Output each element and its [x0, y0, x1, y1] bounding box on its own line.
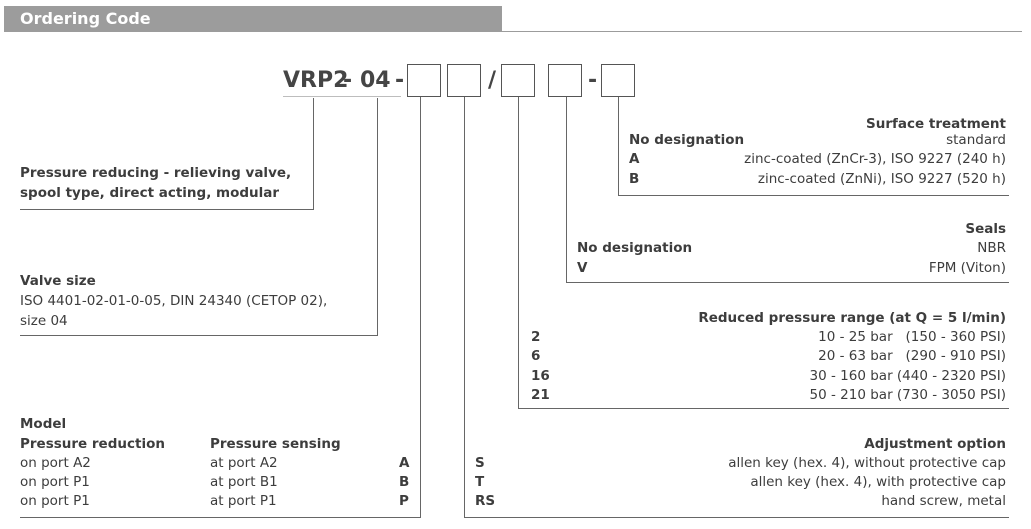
adjustment-code: S — [475, 455, 485, 471]
connector-adjustment — [464, 517, 1009, 518]
code-box-model — [407, 64, 441, 97]
pressure-code: 16 — [531, 368, 550, 384]
connector-surface — [618, 195, 1009, 196]
model-sensing: at port B1 — [210, 474, 278, 490]
seals-value: NBR — [977, 240, 1006, 256]
surface-code: No designation — [629, 132, 745, 148]
pressure-value: 10 - 25 bar (150 - 360 PSI) — [818, 329, 1006, 345]
model-code: A — [399, 455, 410, 471]
model-col-header: Pressure reduction — [20, 436, 165, 452]
adjustment-value: allen key (hex. 4), without protective c… — [728, 455, 1006, 471]
connector-seals — [566, 97, 567, 283]
code-prefix: VRP2 — [283, 68, 349, 93]
seals-value: FPM (Viton) — [928, 260, 1006, 276]
connector-description — [313, 98, 314, 210]
adjustment-code: T — [475, 474, 485, 490]
connector-pressure — [518, 408, 1009, 409]
surface-value: standard — [946, 132, 1006, 148]
surface-value: zinc-coated (ZnCr-3), ISO 9227 (240 h) — [744, 151, 1006, 167]
code-box-seals — [548, 64, 582, 97]
model-sensing: at port P1 — [210, 493, 277, 509]
valve-size-title: Valve size — [20, 273, 96, 289]
surface-code: B — [629, 171, 640, 187]
model-code: B — [399, 474, 410, 490]
model-reduction: on port P1 — [20, 474, 90, 490]
connector-seals — [566, 282, 1009, 283]
description-line: Pressure reducing - relieving valve, — [20, 165, 292, 181]
pressure-value: 20 - 63 bar (290 - 910 PSI) — [818, 348, 1006, 364]
seals-code: V — [577, 260, 588, 276]
pressure-value: 30 - 160 bar (440 - 2320 PSI) — [809, 368, 1006, 384]
code-underline — [283, 96, 401, 97]
connector-model — [20, 517, 421, 518]
pressure-code: 6 — [531, 348, 541, 364]
code-box-surface — [601, 64, 635, 97]
surface-title: Surface treatment — [866, 116, 1006, 132]
code-box-pressure — [501, 64, 535, 97]
header-bar — [4, 6, 502, 32]
connector-surface — [618, 97, 619, 196]
adjustment-value: allen key (hex. 4), with protective cap — [750, 474, 1006, 490]
model-code: P — [399, 493, 409, 509]
code-size: 04 — [360, 68, 391, 93]
code-box-adjustment — [447, 64, 481, 97]
adjustment-code: RS — [475, 493, 496, 509]
seals-title: Seals — [965, 221, 1006, 237]
pressure-code: 21 — [531, 387, 550, 403]
connector-valve-size — [20, 335, 378, 336]
pressure-value: 50 - 210 bar (730 - 3050 PSI) — [809, 387, 1006, 403]
seals-code: No designation — [577, 240, 693, 256]
model-col-header: Pressure sensing — [210, 436, 341, 452]
connector-adjustment — [464, 97, 465, 518]
connector-description — [20, 209, 314, 210]
connector-valve-size — [377, 98, 378, 336]
adjustment-title: Adjustment option — [864, 436, 1006, 452]
connector-pressure — [518, 97, 519, 409]
model-reduction: on port A2 — [20, 455, 91, 471]
adjustment-value: hand screw, metal — [881, 493, 1006, 509]
model-title: Model — [20, 416, 67, 432]
code-separator: - — [395, 68, 405, 93]
model-sensing: at port A2 — [210, 455, 278, 471]
page-title: Ordering Code — [20, 9, 151, 28]
valve-size-text: size 04 — [20, 313, 68, 329]
valve-size-text: ISO 4401-02-01-0-05, DIN 24340 (CETOP 02… — [20, 293, 328, 309]
model-reduction: on port P1 — [20, 493, 90, 509]
pressure-code: 2 — [531, 329, 541, 345]
pressure-title: Reduced pressure range (at Q = 5 l/min) — [698, 310, 1006, 326]
code-separator: - — [343, 68, 353, 93]
code-separator: - — [588, 68, 598, 93]
code-slash: / — [488, 68, 497, 93]
surface-value: zinc-coated (ZnNi), ISO 9227 (520 h) — [757, 171, 1006, 187]
surface-code: A — [629, 151, 640, 167]
connector-model — [420, 97, 421, 518]
header-divider — [502, 31, 1022, 32]
description-line: spool type, direct acting, modular — [20, 185, 280, 201]
